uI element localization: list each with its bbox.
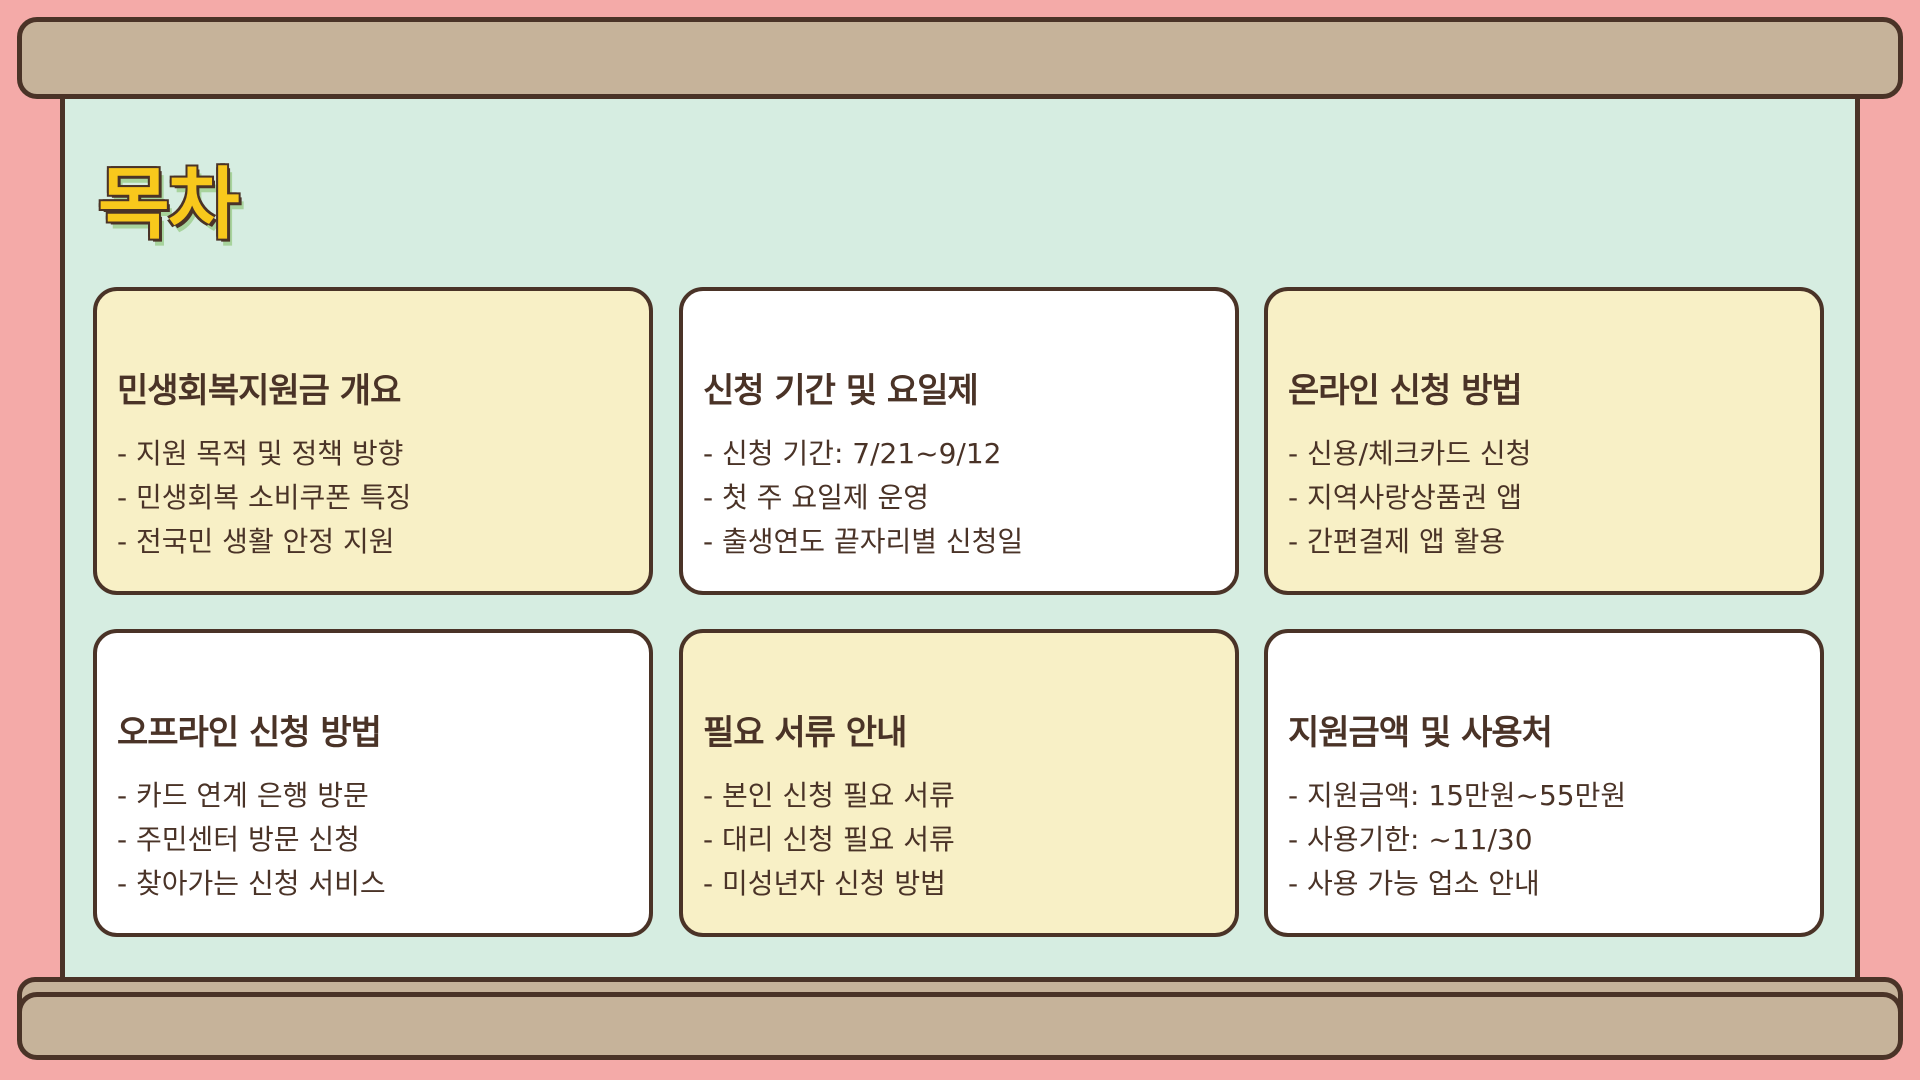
card-title: 온라인 신청 방법 xyxy=(1288,371,1523,411)
card-title: 필요 서류 안내 xyxy=(703,713,907,753)
card-item: - 본인 신청 필요 서류 xyxy=(703,779,955,812)
card-item: - 출생연도 끝자리별 신청일 xyxy=(703,525,1024,558)
card-title: 지원금액 및 사용처 xyxy=(1288,713,1553,753)
toc-card-documents: 필요 서류 안내 - 본인 신청 필요 서류 - 대리 신청 필요 서류 - 미… xyxy=(679,629,1239,937)
page-title: 목차 xyxy=(98,160,240,250)
card-item: - 첫 주 요일제 운영 xyxy=(703,481,930,514)
card-item: - 신청 기간: 7/21~9/12 xyxy=(703,437,1002,470)
card-item: - 주민센터 방문 신청 xyxy=(117,823,360,856)
toc-card-offline: 오프라인 신청 방법 - 카드 연계 은행 방문 - 주민센터 방문 신청 - … xyxy=(93,629,653,937)
scroll-top-rod xyxy=(17,17,1903,99)
card-item-list: - 본인 신청 필요 서류 - 대리 신청 필요 서류 - 미성년자 신청 방법 xyxy=(703,774,1215,906)
card-item: - 카드 연계 은행 방문 xyxy=(117,779,369,812)
card-item: - 찾아가는 신청 서비스 xyxy=(117,867,386,900)
card-item: - 지역사랑상품권 앱 xyxy=(1288,481,1522,514)
scroll-bottom-rod xyxy=(17,992,1903,1060)
card-item: - 신용/체크카드 신청 xyxy=(1288,437,1532,470)
card-item: - 사용기한: ~11/30 xyxy=(1288,823,1533,856)
card-title: 민생회복지원금 개요 xyxy=(117,371,401,411)
card-item: - 사용 가능 업소 안내 xyxy=(1288,867,1540,900)
card-item: - 민생회복 소비쿠폰 특징 xyxy=(117,481,412,514)
card-item: - 전국민 생활 안정 지원 xyxy=(117,525,395,558)
card-item: - 대리 신청 필요 서류 xyxy=(703,823,955,856)
toc-card-period: 신청 기간 및 요일제 - 신청 기간: 7/21~9/12 - 첫 주 요일제… xyxy=(679,287,1239,595)
toc-card-online: 온라인 신청 방법 - 신용/체크카드 신청 - 지역사랑상품권 앱 - 간편결… xyxy=(1264,287,1824,595)
card-item-list: - 지원 목적 및 정책 방향 - 민생회복 소비쿠폰 특징 - 전국민 생활 … xyxy=(117,432,629,564)
card-item: - 지원 목적 및 정책 방향 xyxy=(117,437,404,470)
card-item-list: - 신용/체크카드 신청 - 지역사랑상품권 앱 - 간편결제 앱 활용 xyxy=(1288,432,1800,564)
card-item: - 지원금액: 15만원~55만원 xyxy=(1288,779,1627,812)
toc-card-amount: 지원금액 및 사용처 - 지원금액: 15만원~55만원 - 사용기한: ~11… xyxy=(1264,629,1824,937)
card-title: 오프라인 신청 방법 xyxy=(117,713,382,753)
card-title: 신청 기간 및 요일제 xyxy=(703,371,979,411)
card-item: - 미성년자 신청 방법 xyxy=(703,867,946,900)
card-item-list: - 카드 연계 은행 방문 - 주민센터 방문 신청 - 찾아가는 신청 서비스 xyxy=(117,774,629,906)
card-item-list: - 지원금액: 15만원~55만원 - 사용기한: ~11/30 - 사용 가능… xyxy=(1288,774,1800,906)
card-item-list: - 신청 기간: 7/21~9/12 - 첫 주 요일제 운영 - 출생연도 끝… xyxy=(703,432,1215,564)
toc-card-overview: 민생회복지원금 개요 - 지원 목적 및 정책 방향 - 민생회복 소비쿠폰 특… xyxy=(93,287,653,595)
card-item: - 간편결제 앱 활용 xyxy=(1288,525,1506,558)
